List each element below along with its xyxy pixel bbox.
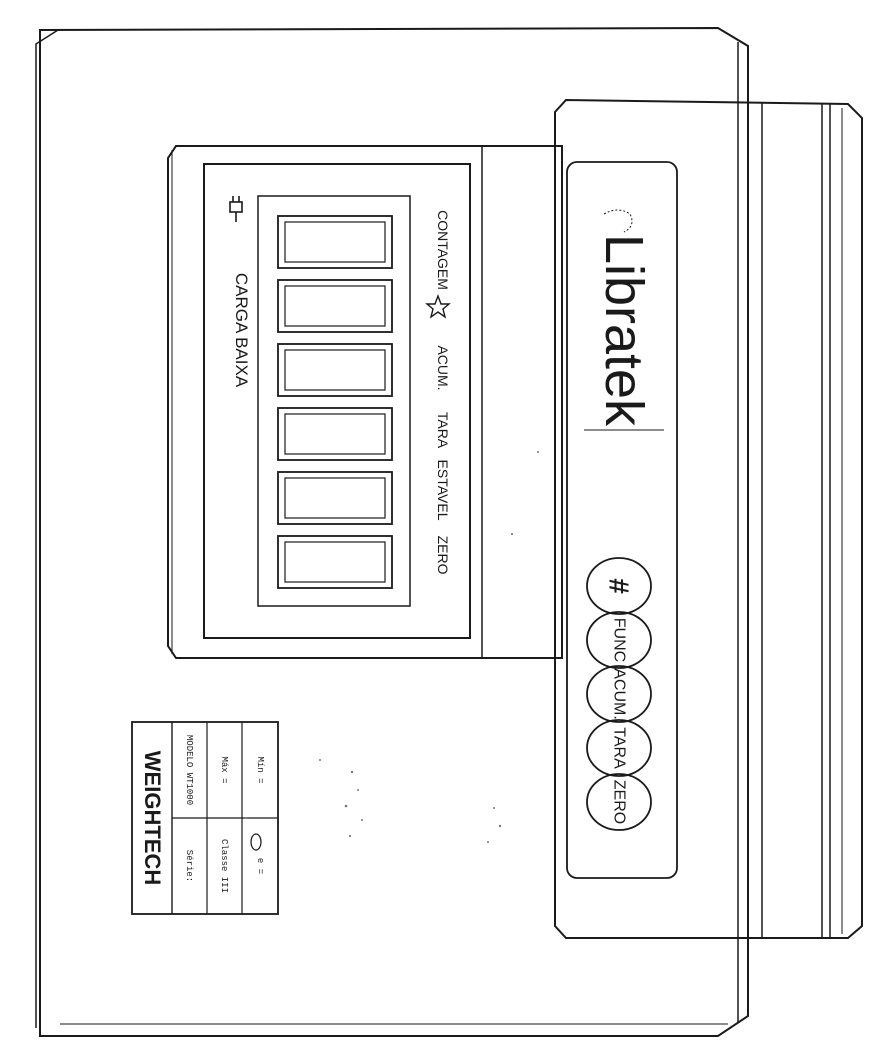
keypad-module [554, 98, 863, 939]
key-acum-button[interactable]: ACUM. [586, 665, 652, 723]
keypad-brand: Libratek [594, 209, 654, 427]
key-outline [586, 773, 652, 831]
housing [35, 26, 749, 1037]
plug-icon [229, 196, 243, 222]
digit-window-6 [277, 535, 393, 589]
key-tara-button[interactable]: TARA [586, 719, 652, 777]
key-outline [586, 665, 652, 723]
low-battery-label: CARGA BAIXA [232, 273, 251, 388]
brand-logo: Libratek [594, 234, 654, 427]
nameplate-row-1-value: Série: [184, 850, 194, 882]
digit-window-2 [277, 279, 393, 333]
nameplate-row-3-value: e = [255, 858, 265, 874]
key-hash-button[interactable]: # [586, 557, 652, 615]
keypad-buttons: ZERO TARA ACUM. FUNC # [586, 557, 652, 831]
indicator-acum: ACUM. [435, 345, 451, 390]
key-outline [586, 557, 652, 615]
nameplate-brand: WEIGHTECH [140, 751, 165, 885]
indicator-zero: ZERO [435, 536, 451, 575]
low-battery-indicator: CARGA BAIXA [229, 196, 251, 388]
key-outline [586, 719, 652, 777]
scan-noise [245, 451, 539, 843]
digit-window-5 [277, 471, 393, 525]
indicator-tara: TARA [435, 412, 451, 449]
nameplate: WEIGHTECH MODELO WT1000 Série: Máx = Cla… [131, 721, 279, 915]
key-func-button[interactable]: FUNC [586, 611, 652, 669]
key-outline [586, 611, 652, 669]
key-zero-button[interactable]: ZERO [586, 773, 652, 831]
digit-window-inner-4 [284, 413, 386, 455]
digit-window-4 [277, 407, 393, 461]
digit-window-inner-3 [284, 349, 386, 391]
nameplate-row-3-label: Mín = [255, 756, 265, 783]
key-label: TARA [611, 727, 628, 769]
key-label: ZERO [611, 780, 628, 824]
display-housing [167, 145, 563, 659]
key-label: # [604, 578, 635, 594]
key-label: ACUM. [611, 668, 628, 720]
digit-window-1 [277, 215, 393, 269]
star-icon [425, 294, 451, 319]
indicator-contagem: CONTAGEM [435, 210, 451, 290]
digit-window-3 [277, 343, 393, 397]
key-label: FUNC [611, 618, 628, 662]
digit-window-inner-6 [284, 541, 386, 583]
indicator-labels: CONTAGEM ACUM. TARA ESTAVEL ZERO [425, 210, 451, 575]
digit-window-inner-5 [284, 477, 386, 519]
digit-window-inner-1 [284, 221, 386, 263]
nameplate-row-2-label: Máx = [219, 756, 229, 783]
indicator-estavel: ESTAVEL [435, 460, 451, 521]
inmetro-seal-icon [250, 833, 262, 851]
digit-windows [277, 215, 393, 589]
nameplate-row-1-label: MODELO WT1000 [184, 735, 194, 805]
digit-window-inner-2 [284, 285, 386, 327]
nameplate-row-2-value: Classe III [219, 839, 229, 893]
